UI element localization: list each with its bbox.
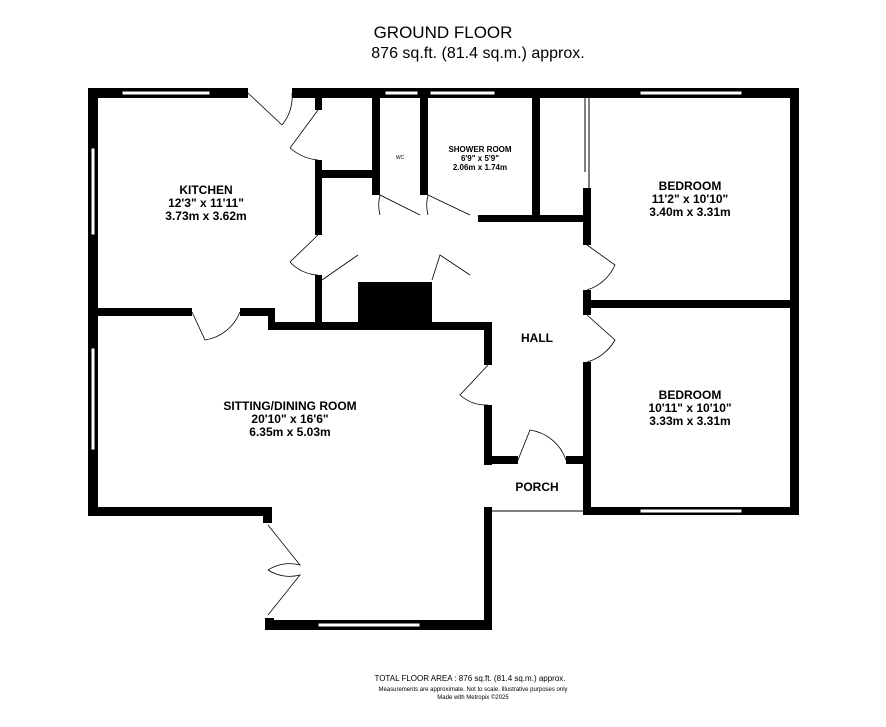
svg-text:6'9" x 5'9": 6'9" x 5'9" <box>461 154 499 163</box>
svg-text:3.33m x 3.31m: 3.33m x 3.31m <box>649 414 730 428</box>
room-bedroom-1: BEDROOM 11'2" x 10'10" 3.40m x 3.31m <box>649 179 730 219</box>
svg-text:BEDROOM: BEDROOM <box>659 179 722 193</box>
total-floor-area: TOTAL FLOOR AREA : 876 sq.ft. (81.4 sq.m… <box>374 674 565 683</box>
svg-text:3.40m x 3.31m: 3.40m x 3.31m <box>649 205 730 219</box>
walls <box>88 88 799 630</box>
room-kitchen: KITCHEN 12'3" x 11'11" 3.73m x 3.62m <box>165 183 246 223</box>
floor-area: 876 sq.ft. (81.4 sq.m.) approx. <box>371 45 584 62</box>
room-porch: PORCH <box>515 480 558 494</box>
room-wc: WC <box>396 155 405 161</box>
room-sitting-dining: SITTING/DINING ROOM 20'10" x 16'6" 6.35m… <box>223 399 356 439</box>
svg-text:12'3" x 11'11": 12'3" x 11'11" <box>168 196 244 210</box>
svg-text:BEDROOM: BEDROOM <box>659 388 722 402</box>
svg-text:SITTING/DINING ROOM: SITTING/DINING ROOM <box>223 399 356 413</box>
svg-text:3.73m x 3.62m: 3.73m x 3.62m <box>165 209 246 223</box>
svg-text:10'11" x 10'10": 10'11" x 10'10" <box>648 401 731 415</box>
floor-title: GROUND FLOOR <box>374 23 513 42</box>
room-hall: HALL <box>521 331 553 345</box>
doors <box>191 92 616 616</box>
svg-text:11'2" x 10'10": 11'2" x 10'10" <box>652 192 728 206</box>
room-shower: SHOWER ROOM 6'9" x 5'9" 2.06m x 1.74m <box>448 145 511 172</box>
svg-text:SHOWER ROOM: SHOWER ROOM <box>448 145 511 154</box>
svg-text:6.35m x 5.03m: 6.35m x 5.03m <box>249 425 330 439</box>
credit: Made with Metropix ©2025 <box>437 694 509 701</box>
svg-text:KITCHEN: KITCHEN <box>179 183 232 197</box>
disclaimer: Measurements are approximate. Not to sca… <box>378 687 567 693</box>
room-bedroom-2: BEDROOM 10'11" x 10'10" 3.33m x 3.31m <box>648 388 731 428</box>
svg-text:2.06m x 1.74m: 2.06m x 1.74m <box>453 163 507 172</box>
svg-text:20'10" x 16'6": 20'10" x 16'6" <box>251 412 328 426</box>
